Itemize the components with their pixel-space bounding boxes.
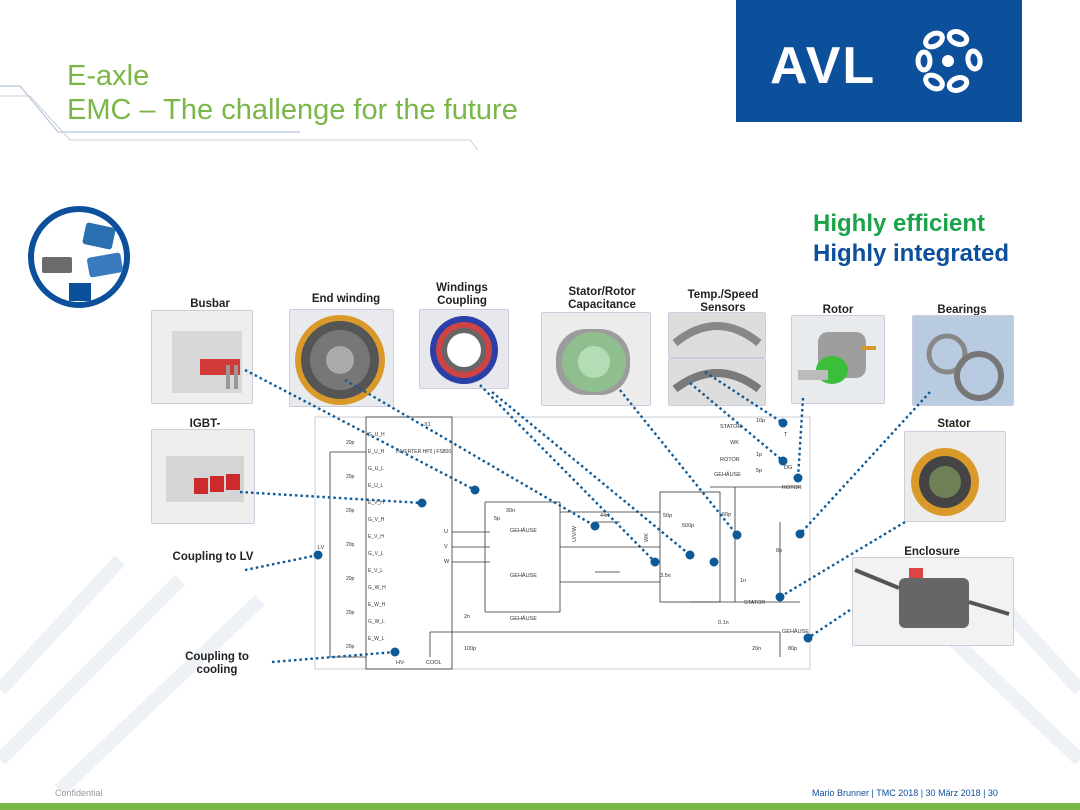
label-bearings: Bearings <box>937 304 987 316</box>
label-busbar: Busbar <box>190 298 230 310</box>
stator-rotor-image <box>541 312 651 406</box>
sw-badge-label: SW <box>49 281 67 293</box>
circuit-schematic: X1 INVERTER HP2 | FS800 LV HV- COOL U V … <box>314 416 811 670</box>
schem-gate-label: G_V_L <box>368 551 384 557</box>
schem-lv: LV <box>318 545 325 551</box>
label-end-winding: End winding <box>311 293 381 305</box>
schem-cap-60p: 60p <box>722 512 731 518</box>
footer-credits: Mario Brunner | TMC 2018 | 30 März 2018 … <box>812 788 998 798</box>
title-line-1: E-axle <box>67 60 150 92</box>
schem-cap-10p: 10p <box>756 418 765 424</box>
label-temp-speed: Temp./Speed Sensors <box>687 289 759 314</box>
schem-cap-100p: 100p <box>464 646 476 652</box>
schem-cap-500p: 500p <box>682 523 694 529</box>
schem-cap-0-1n: 0.1n <box>718 620 729 626</box>
schem-gate-label: E_V_H <box>368 534 384 540</box>
label-rotor: Rotor <box>822 304 854 316</box>
schem-cap-44n: 44n <box>600 513 609 519</box>
schem-cable-uvw: U/V/W <box>572 525 578 542</box>
schem-cap-5p: 5p <box>494 516 500 522</box>
schem-gehause-2: GEHÄUSE <box>510 572 537 579</box>
schem-cap-20p: 20p <box>346 576 355 582</box>
schem-gate-label: G_U_L <box>368 466 384 472</box>
schem-x1: X1 <box>424 422 431 428</box>
schem-cap-2n: 2n <box>464 614 470 620</box>
end-winding-image <box>289 309 394 407</box>
schem-gate-label: E_V_H <box>368 500 384 506</box>
speed-sensor-image <box>668 358 766 406</box>
label-coupling-lv: Coupling to LV <box>172 551 254 563</box>
schem-gate-label: E_W_H <box>368 602 386 608</box>
rotor-image <box>791 315 885 404</box>
enclosure-image <box>852 557 1014 646</box>
schem-cap-20p: 20p <box>346 610 355 616</box>
avl-mark-icon <box>915 29 983 93</box>
footer-confidential: Confidential <box>55 788 103 798</box>
schem-tag-t: T <box>784 432 788 438</box>
label-stator-rotor: Stator/Rotor Capacitance <box>568 286 636 311</box>
schem-phase-v: V <box>444 544 448 550</box>
schem-cap-30n: 30n <box>506 508 515 514</box>
schem-cap-8p: 8p <box>776 548 782 554</box>
schem-hv: HV- <box>396 660 405 666</box>
schem-cap-5p-2: 5p <box>756 468 762 474</box>
schem-gehause-node: GEHÄUSE <box>782 628 809 635</box>
schem-gehause-1: GEHÄUSE <box>510 527 537 534</box>
title-line-2: EMC – The challenge for the future <box>67 94 518 126</box>
schem-tag-rotor: ROTOR <box>782 485 802 491</box>
winding-coupling-image <box>419 309 509 389</box>
schem-gehause-3: GEHÄUSE <box>510 615 537 622</box>
schem-sensor-wk: WK <box>730 440 739 446</box>
schem-sensor-gehause: GEHÄUSE <box>714 471 741 478</box>
schem-cap-20n: 20n <box>752 646 761 652</box>
stator-image <box>904 431 1006 522</box>
avl-logo <box>736 0 1022 122</box>
schem-cap-1p: 1p <box>756 452 762 458</box>
schem-gate-label: E_U_H <box>368 449 385 455</box>
schem-cable-wk: WK <box>644 533 650 542</box>
schem-gate-label: G_W_L <box>368 619 385 625</box>
sw-badge <box>28 206 130 308</box>
label-winding-coupling: Windings Coupling <box>436 282 488 307</box>
schem-cap-80p: 80p <box>788 646 797 652</box>
footer-bar <box>0 803 1080 810</box>
schem-stator-node: STATOR <box>744 600 765 606</box>
schem-phase-u: U <box>444 529 448 535</box>
schem-cap-50p: 50p <box>663 513 672 519</box>
schem-cap-3-5n: 3.5n <box>660 573 671 579</box>
schem-cap-20p: 20p <box>346 474 355 480</box>
schem-cool: COOL <box>426 660 442 666</box>
schem-cap-20p: 20p <box>346 644 355 650</box>
tagline-efficient: Highly efficient <box>813 210 986 237</box>
temp-sensor-image <box>668 312 766 358</box>
schem-cap-1n: 1n <box>740 578 746 584</box>
schem-gate-label: G_U_H <box>368 432 385 438</box>
busbar-image <box>151 310 253 404</box>
schem-cap-20p: 20p <box>346 440 355 446</box>
schem-gate-label: E_V_L <box>368 568 383 574</box>
igbt-image <box>151 429 255 524</box>
schem-cap-20p: 20p <box>346 508 355 514</box>
schem-sensor-stator: STATOR <box>720 424 741 430</box>
label-coupling-cooling: Coupling to cooling <box>185 651 249 676</box>
tagline-integrated: Highly integrated <box>813 240 1010 267</box>
schem-tag-dg: DG <box>784 465 792 471</box>
schem-gate-label: E_W_L <box>368 636 385 642</box>
bearings-image <box>912 315 1014 406</box>
schem-inverter: INVERTER HP2 | FS800 <box>396 449 451 455</box>
schem-gate-label: E_U_L <box>368 483 384 489</box>
label-stator: Stator <box>937 418 971 430</box>
schem-gate-label: G_W_H <box>368 585 386 591</box>
schem-cap-20p: 20p <box>346 542 355 548</box>
schem-sensor-rotor: ROTOR <box>720 457 740 463</box>
avl-logo-text: AVL <box>770 37 877 95</box>
schem-gate-label: G_V_H <box>368 517 385 523</box>
schem-phase-w: W <box>444 559 450 565</box>
label-enclosure: Enclosure <box>904 546 960 558</box>
